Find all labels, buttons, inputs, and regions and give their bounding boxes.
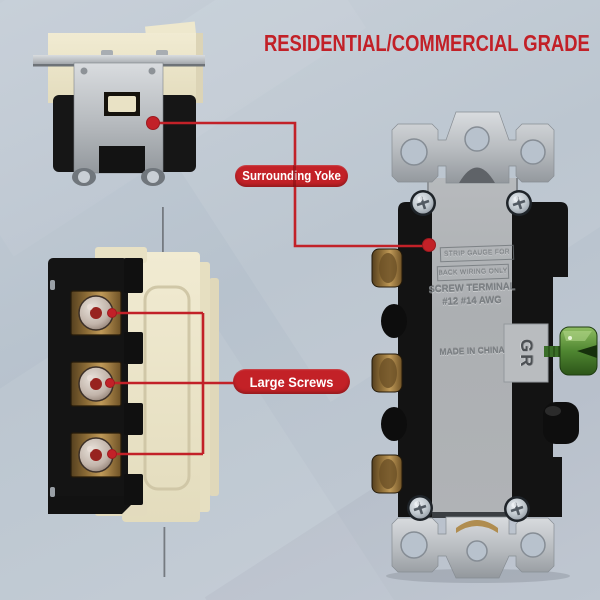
seam-line-bottom (163, 527, 166, 577)
screw-callout-dot (107, 449, 117, 459)
marking-ground-gr: GR (504, 325, 548, 382)
page-title: RESIDENTIAL/COMMERCIAL GRADE (264, 30, 590, 56)
brass-contact-arc (456, 520, 498, 533)
marking-ground-text: GR (517, 338, 536, 369)
yoke-callout-dot (422, 238, 436, 252)
yoke-flange-bar (33, 55, 205, 66)
mounting-hole (520, 532, 546, 558)
mounting-hole (520, 139, 546, 165)
callout-connectors (111, 121, 429, 456)
callout-line-overlap (293, 165, 296, 187)
yoke-callout-dot (146, 116, 160, 130)
switch-back-view-photo (371, 111, 598, 583)
terminal-screw-3 (70, 432, 122, 478)
callout-label-text: Large Screws (249, 373, 334, 390)
black-housing-left (398, 202, 432, 517)
mounting-hole (466, 540, 488, 562)
mounting-hole (400, 531, 428, 559)
switch-top-view-photo (33, 21, 205, 186)
mounting-hole (400, 138, 428, 166)
callout-dots (105, 116, 436, 459)
marking-back-wiring: BACK WIRING ONLY (436, 263, 510, 282)
seam-line-top (162, 207, 164, 253)
terminal-screw-2 (70, 361, 122, 407)
mounting-hole (464, 126, 490, 152)
callout-label-text: Surrounding Yoke (242, 169, 341, 183)
metal-strap (427, 178, 518, 518)
marking-strip-gauge: STRIP GAUGE FOR (439, 244, 515, 263)
screw-callout-dot (107, 308, 117, 318)
back-brass-screws (371, 248, 407, 494)
callout-label-surrounding-yoke: Surrounding Yoke (235, 165, 348, 187)
screw-callout-dot (105, 378, 115, 388)
callout-label-large-screws: Large Screws (233, 369, 350, 394)
ground-screw (544, 326, 598, 376)
yoke-screws (407, 190, 532, 522)
terminal-screw-1 (70, 290, 122, 336)
switch-side-view-photo (48, 207, 219, 577)
ground-tab (503, 323, 549, 383)
